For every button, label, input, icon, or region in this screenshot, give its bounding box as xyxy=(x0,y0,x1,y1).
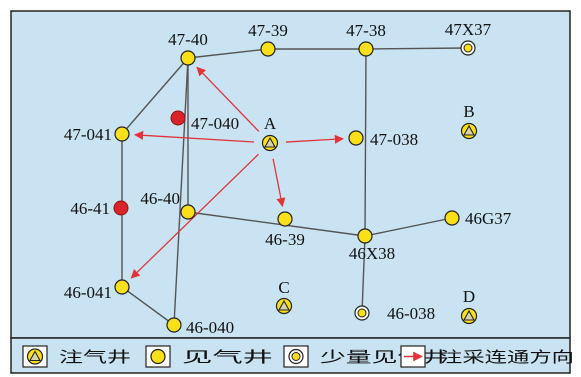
small-gas-well-icon xyxy=(354,305,370,321)
legend-label: 少量见气井 xyxy=(320,348,449,366)
connection-line xyxy=(187,48,269,59)
well-46-038: 46-038 xyxy=(354,304,435,323)
well-label: 47-38 xyxy=(346,21,386,40)
well-label: 47-40 xyxy=(168,30,208,49)
well-47-041: 47-041 xyxy=(64,125,130,144)
flow-arrow xyxy=(134,130,255,143)
flow-arrow xyxy=(130,153,259,279)
well-c: C xyxy=(275,278,293,315)
well-label: 46-038 xyxy=(387,304,435,323)
connection-line xyxy=(364,48,367,237)
well-label: 46-39 xyxy=(265,230,305,249)
well-46-39: 46-39 xyxy=(265,211,305,249)
gas-well-icon xyxy=(358,41,374,57)
gas-well-icon xyxy=(277,211,293,227)
well-d: D xyxy=(460,287,478,325)
well-label: 46-40 xyxy=(140,189,180,208)
gas-well-icon xyxy=(260,41,276,57)
connection-line xyxy=(361,235,366,314)
connection-line xyxy=(173,57,189,326)
well-46g37: 46G37 xyxy=(444,209,512,228)
legend-label: 注采连通方向 xyxy=(440,348,574,366)
well-label: D xyxy=(463,287,475,306)
well-47-040: 47-040 xyxy=(170,110,239,133)
flow-arrow xyxy=(285,134,344,144)
red-well-icon xyxy=(113,200,129,216)
injection-well-icon xyxy=(261,134,279,152)
well-a: A xyxy=(261,114,279,152)
legend-label: 见气井 xyxy=(182,348,273,366)
gas-well-icon xyxy=(114,279,130,295)
gas-well-icon xyxy=(180,50,196,66)
well-label: 47X37 xyxy=(445,20,492,39)
gas-well-icon xyxy=(180,204,196,220)
well-46-040: 46-040 xyxy=(166,317,234,337)
injection-well-icon xyxy=(26,348,44,365)
connection-line xyxy=(365,47,469,50)
small-gas-well-icon xyxy=(460,40,476,56)
well-47-40: 47-40 xyxy=(168,30,208,66)
well-label: 46-040 xyxy=(186,318,234,337)
well-46-41: 46-41 xyxy=(70,199,129,218)
gas-well-icon xyxy=(166,317,182,333)
well-label: 47-040 xyxy=(191,114,239,133)
well-47-38: 47-38 xyxy=(346,21,386,57)
well-47x37: 47X37 xyxy=(445,20,492,56)
connection-line xyxy=(364,217,453,237)
wells: 47-40 47-39 47-38 47X37 47-040 47-041 A 47-038 B… xyxy=(64,20,512,337)
small-gas-well-icon xyxy=(288,348,304,365)
injection-well-icon xyxy=(460,122,478,140)
gas-well-icon xyxy=(150,348,166,365)
well-46x38: 46X38 xyxy=(349,228,395,263)
injection-well-icon xyxy=(460,307,478,325)
red-well-icon xyxy=(170,110,186,126)
well-label: C xyxy=(278,278,289,297)
gas-well-icon xyxy=(348,130,364,146)
well-47-038: 47-038 xyxy=(348,130,418,149)
diagram-background xyxy=(10,10,571,339)
flow-arrows xyxy=(130,66,344,279)
well-label: 47-39 xyxy=(248,21,288,40)
gas-well-icon xyxy=(444,210,460,226)
well-label: 47-041 xyxy=(64,125,112,144)
well-label: 47-038 xyxy=(370,130,418,149)
injection-well-icon xyxy=(275,297,293,315)
well-label: B xyxy=(463,102,474,121)
well-46-041: 46-041 xyxy=(64,279,130,302)
well-47-39: 47-39 xyxy=(248,21,288,57)
well-label: A xyxy=(264,114,277,133)
gas-well-icon xyxy=(357,228,373,244)
well-label: 46-41 xyxy=(70,199,110,218)
legend-label: 注气井 xyxy=(59,348,131,366)
gas-well-icon xyxy=(114,126,130,142)
legend-item-arrow: 注采连通方向 xyxy=(400,345,574,368)
connection-line xyxy=(121,286,175,326)
connection-line xyxy=(187,211,366,237)
connection-lines xyxy=(121,47,469,326)
well-46-40: 46-40 xyxy=(140,189,196,220)
legend-item-injection: 注气井 xyxy=(22,345,131,368)
well-label: 46G37 xyxy=(465,209,512,228)
flow-arrow xyxy=(272,158,286,208)
well-b: B xyxy=(460,102,478,140)
well-label: 46X38 xyxy=(349,244,395,263)
legend-item-gas: 见气井 xyxy=(145,345,273,368)
flow-arrow xyxy=(196,66,260,132)
well-label: 46-041 xyxy=(64,283,112,302)
connection-line xyxy=(121,57,189,135)
